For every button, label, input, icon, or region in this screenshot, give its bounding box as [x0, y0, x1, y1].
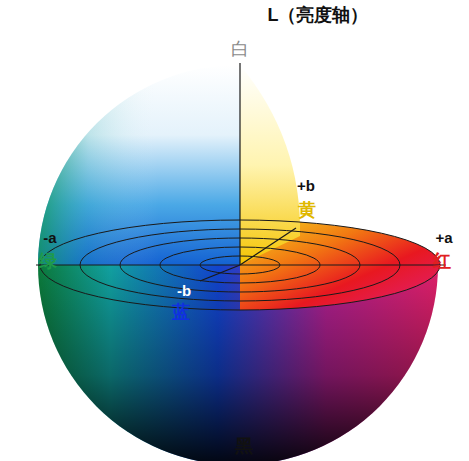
- color-label: 黄: [298, 201, 316, 221]
- axis-label: +a: [435, 230, 452, 247]
- pole-label: 白: [231, 40, 249, 60]
- color-label: 绿: [39, 252, 57, 272]
- axis-label: -b: [177, 283, 191, 300]
- color-label: 红: [433, 252, 451, 272]
- pole-label: 黑: [235, 437, 253, 457]
- axis-title: L（亮度轴）: [268, 6, 369, 26]
- color-label: 蓝: [172, 303, 190, 323]
- axis-label: -a: [43, 230, 56, 247]
- axis-label: +b: [297, 178, 315, 195]
